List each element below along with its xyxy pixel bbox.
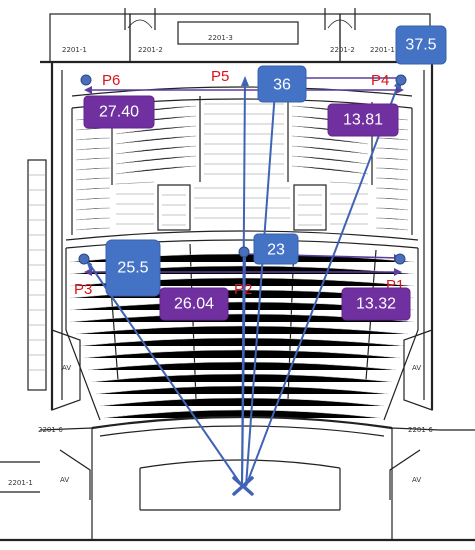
- line-source-p5: [241, 77, 246, 487]
- point-marker-p3: [78, 253, 90, 265]
- purple-value-p6: 27.40: [99, 104, 139, 121]
- room-label-top-left-b: 2201-2: [138, 46, 163, 54]
- room-label-mid-right: 2201-6: [408, 426, 433, 434]
- purple-value-boxes: 27.40 13.81 26.04 13.32: [83, 95, 411, 321]
- av-label-left: AV: [62, 364, 71, 372]
- blue-value-p5: 36: [273, 77, 291, 94]
- plan-labels: 2201-3 2201-1 2201-2 2201-2 2201-1 2201-…: [8, 34, 433, 487]
- blue-value-p3: 25.5: [117, 260, 148, 277]
- label-p6: P6: [102, 72, 120, 89]
- label-p5: P5: [211, 68, 229, 85]
- purple-value-p4: 13.81: [343, 112, 383, 129]
- blue-value-p2: 23: [267, 242, 285, 259]
- plan-outline: [0, 8, 475, 542]
- room-label-top-left: 2201-1: [62, 46, 87, 54]
- room-label-bottom-left: 2201-1: [8, 479, 33, 487]
- room-label-top-right: 2201-2: [330, 46, 355, 54]
- point-marker-p2: [238, 246, 250, 258]
- label-p4: P4: [371, 72, 389, 89]
- label-p2: P2: [234, 281, 252, 298]
- line-source-p3: [87, 261, 243, 487]
- point-marker-p4: [395, 74, 407, 86]
- point-marker-p6: [80, 74, 92, 86]
- av-label-right: AV: [412, 364, 421, 372]
- line-source-p4: [245, 79, 401, 487]
- label-p3: P3: [74, 281, 92, 298]
- room-label-top-center: 2201-3: [208, 34, 233, 42]
- av-label-lower-left: AV: [60, 476, 69, 484]
- sound-source-marker-icon: [232, 476, 254, 496]
- blue-value-top-right: 37.5: [405, 37, 436, 54]
- av-label-lower-right: AV: [412, 476, 421, 484]
- purple-value-p3: 26.04: [174, 296, 214, 313]
- blue-value-boxes: 37.5 36 23 25.5: [105, 25, 447, 297]
- room-label-top-right-b: 2201-1: [370, 46, 395, 54]
- purple-value-p1: 13.32: [356, 296, 396, 313]
- line-source-p5b: [245, 77, 277, 487]
- point-marker-p1: [394, 253, 406, 265]
- room-label-mid-left: 2201-6: [38, 426, 63, 434]
